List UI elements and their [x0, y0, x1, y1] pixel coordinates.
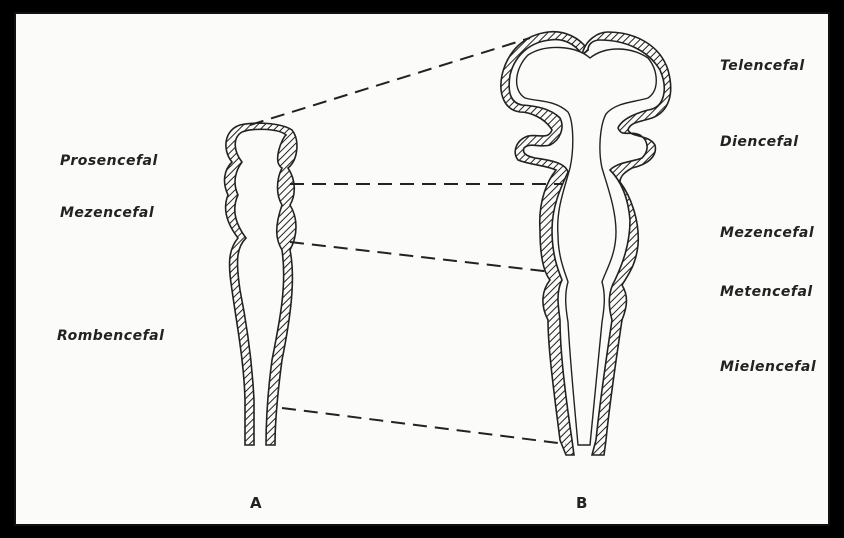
caption-b: B: [576, 494, 587, 512]
caption-a: A: [250, 494, 262, 512]
tube-a-wall: [225, 123, 297, 445]
label-mezencefal-b: Mezencefal: [720, 225, 814, 241]
connector-rombencefal: [282, 408, 566, 444]
label-diencefal: Diencefal: [720, 134, 799, 150]
diagram-a: [225, 123, 297, 445]
label-metencefal: Metencefal: [720, 284, 813, 300]
label-mezencefal-a: Mezencefal: [60, 205, 154, 221]
diagram-b: [501, 32, 671, 455]
label-telencefal: Telencefal: [720, 58, 805, 74]
connector-lines: [250, 38, 566, 444]
connector-mezencefal-bottom: [290, 242, 552, 272]
label-rombencefal: Rombencefal: [57, 328, 164, 344]
label-mielencefal: Mielencefal: [720, 359, 816, 375]
label-prosencefal: Prosencefal: [60, 153, 158, 169]
connector-prosencefal: [250, 38, 530, 125]
